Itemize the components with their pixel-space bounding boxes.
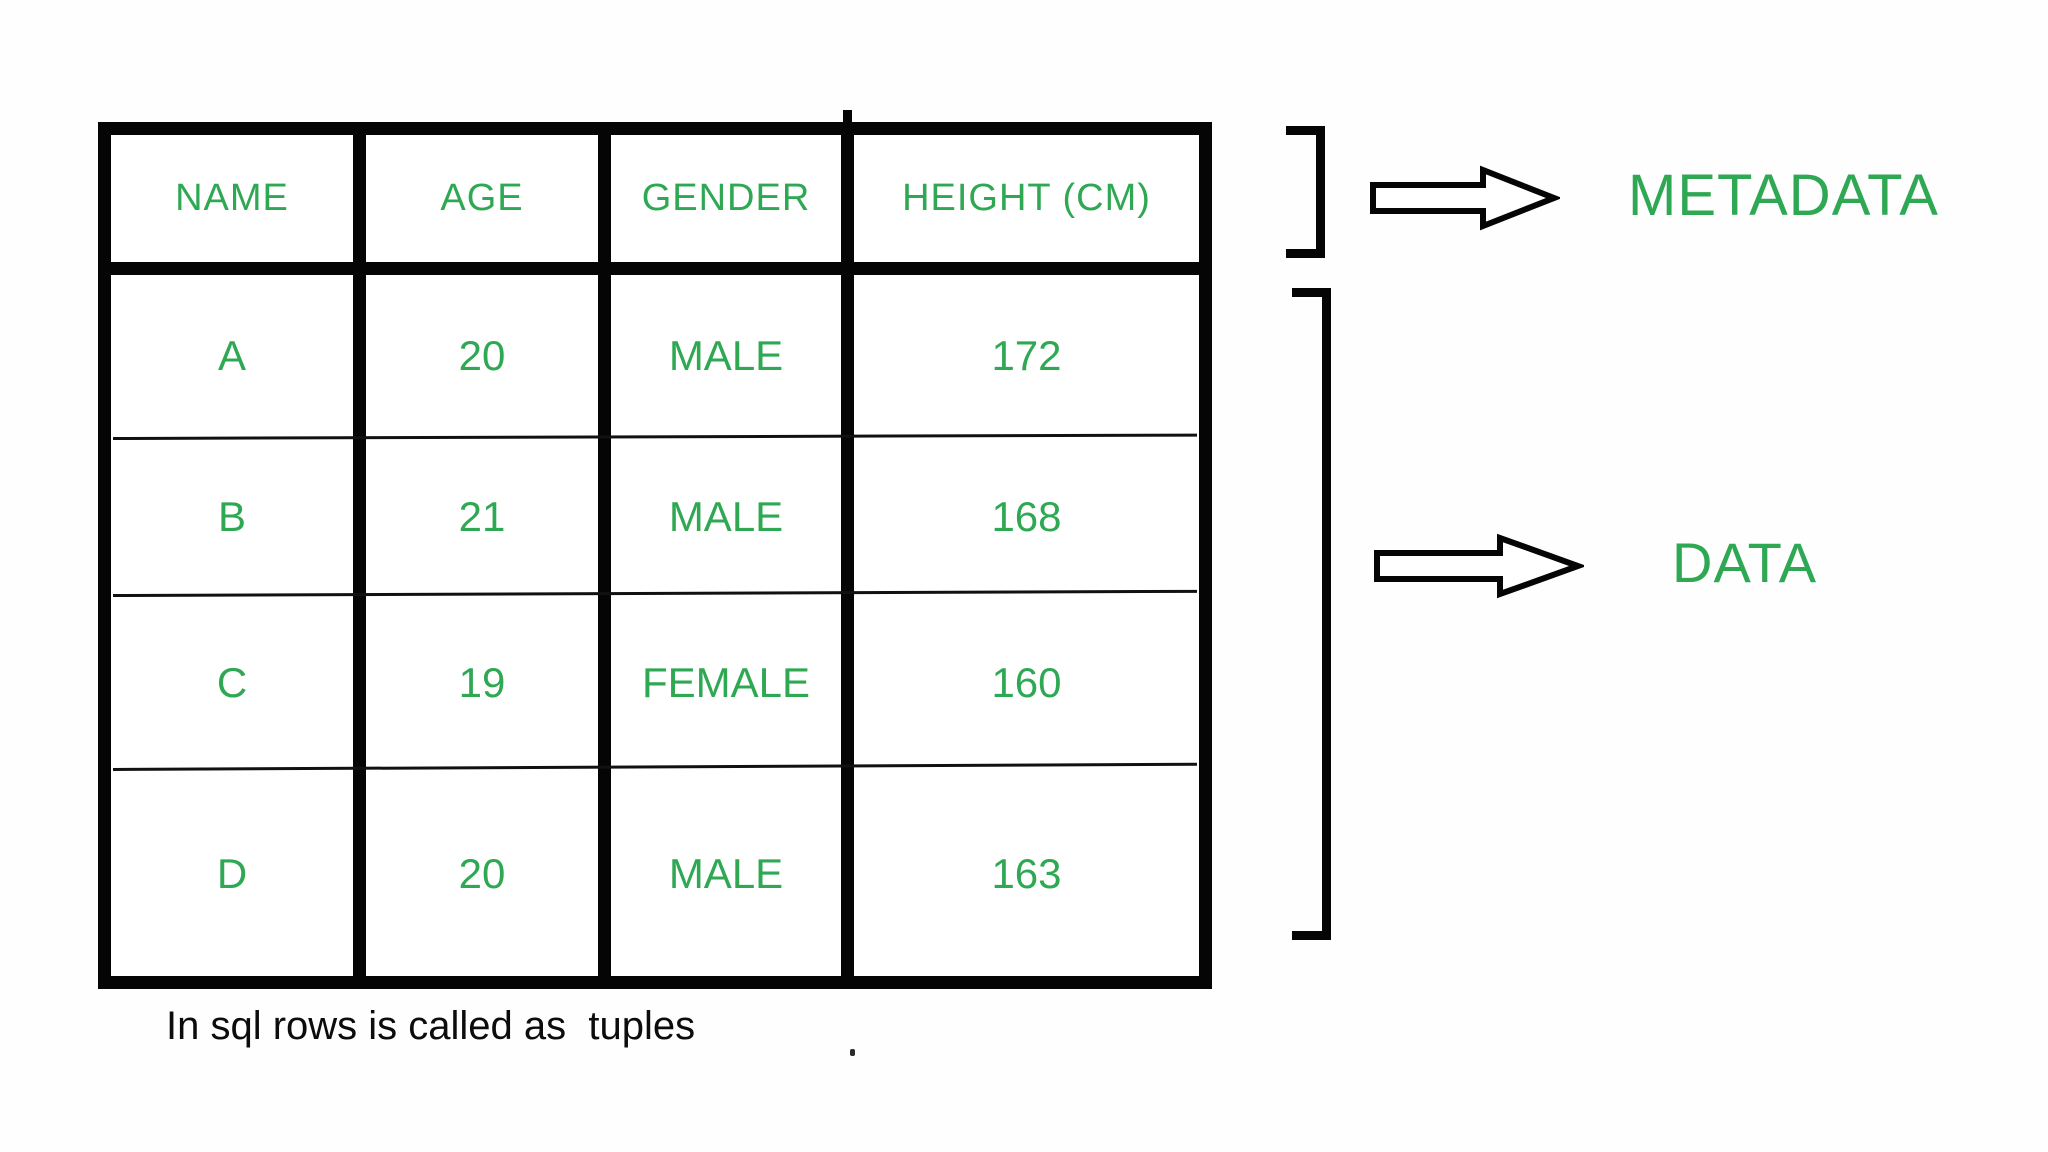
table-cell: 20 xyxy=(458,849,506,897)
table-cell: MALE xyxy=(668,332,784,379)
table-cell: MALE xyxy=(668,849,784,897)
table-cell: MALE xyxy=(668,493,784,540)
header-cell-age: AGE xyxy=(440,177,524,219)
header-divider xyxy=(111,262,1199,275)
table-cell: 21 xyxy=(458,493,506,540)
caption-text: In sql rows is called as tuples xyxy=(166,1004,696,1048)
table-cell: FEMALE xyxy=(641,658,811,706)
metadata-bracket-icon xyxy=(1286,126,1325,258)
data-bracket-icon xyxy=(1292,288,1331,940)
data-arrow-icon xyxy=(1374,533,1584,599)
header-cell-name: NAME xyxy=(175,177,289,219)
header-cell-gender: GENDER xyxy=(641,177,811,219)
sql-table: NAME AGE GENDER HEIGHT (CM) A 20 MALE 17… xyxy=(98,122,1212,989)
table-cell: A xyxy=(217,332,246,379)
metadata-label: METADATA xyxy=(1628,163,1939,228)
data-label: DATA xyxy=(1672,531,1818,594)
table-cell: 168 xyxy=(991,493,1062,540)
table-cell: C xyxy=(216,658,248,706)
table-cell: 20 xyxy=(458,332,506,379)
stray-dot xyxy=(850,1049,855,1056)
stray-tick xyxy=(843,110,852,124)
table-cell: B xyxy=(217,493,246,540)
table-cell: D xyxy=(216,849,248,897)
table-cell: 19 xyxy=(458,658,506,706)
column-divider xyxy=(353,135,366,976)
header-cell-height: HEIGHT (CM) xyxy=(902,177,1151,219)
table-cell: 172 xyxy=(991,332,1062,379)
table-cell: 163 xyxy=(991,849,1062,897)
metadata-arrow-icon xyxy=(1370,165,1560,231)
table-cell: 160 xyxy=(991,658,1062,706)
